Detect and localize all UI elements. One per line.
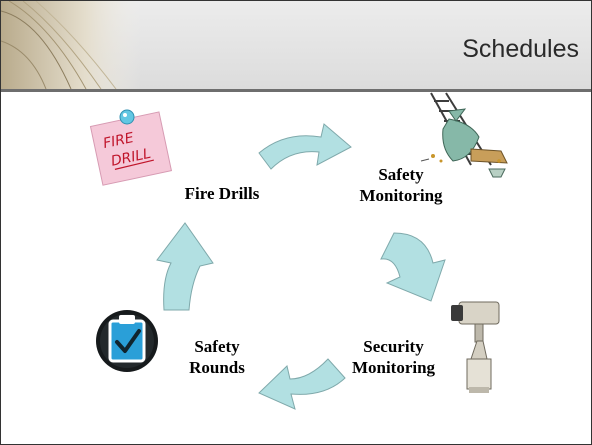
label-fire-drills: Fire Drills [184, 184, 260, 203]
book-pages-decoration [1, 1, 141, 89]
arrow-securitymonitoring-to-safetyrounds [258, 358, 346, 410]
arrow-firedrills-to-safetymonitoring [258, 123, 352, 170]
label-safety-monitoring: Safety Monitoring [359, 165, 443, 205]
header-divider [1, 89, 591, 92]
page-title: Schedules [462, 35, 579, 63]
header-bar: Schedules [1, 1, 591, 89]
label-safety-rounds: Safety Rounds [189, 337, 245, 377]
arrow-safetymonitoring-to-securitymonitoring [380, 232, 446, 302]
label-security-monitoring: Security Monitoring [351, 337, 436, 377]
note-line-1: FIRE [102, 130, 136, 152]
arrow-safetyrounds-to-firedrills [156, 222, 214, 311]
